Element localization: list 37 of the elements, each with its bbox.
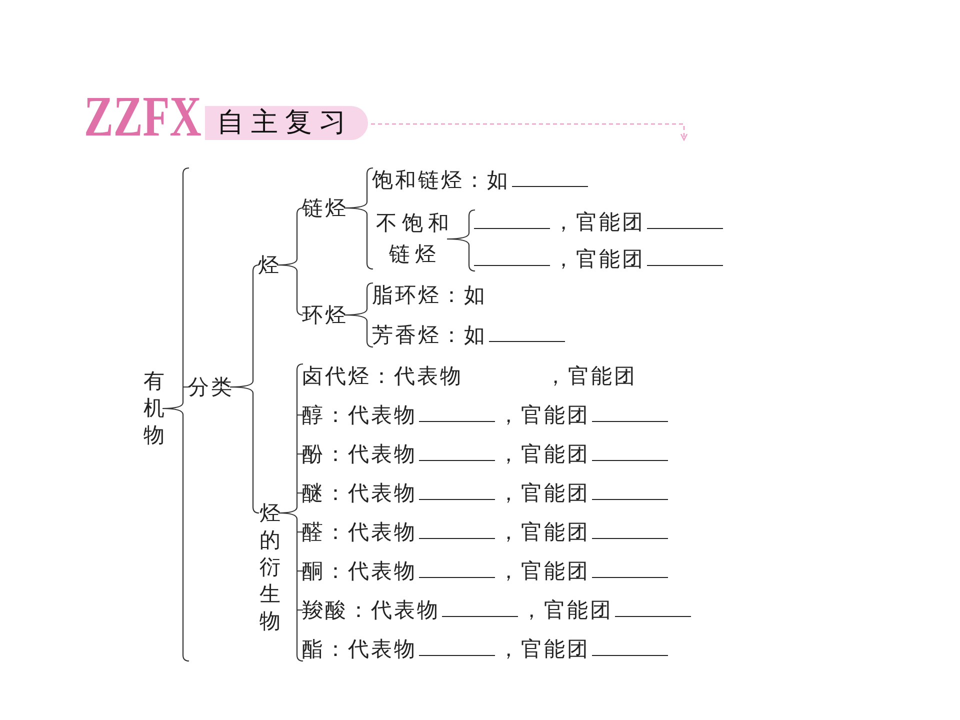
brace	[162, 167, 190, 662]
item-label: ，官能团	[553, 209, 645, 235]
item-label: 醇：代表物	[302, 402, 417, 428]
item-label: ，官能团	[498, 480, 590, 506]
category-label: 有机物	[142, 368, 166, 449]
brace	[278, 363, 304, 662]
category-label: 烃	[258, 252, 281, 278]
item-label: ，官能团	[498, 441, 590, 467]
section-code: ZZFX	[84, 98, 202, 137]
category-label: 烃的衍生物	[258, 500, 282, 635]
item-label: 羧酸：代表物	[302, 597, 440, 623]
category-label: 分类	[188, 374, 234, 400]
brace	[229, 264, 260, 514]
item-label: 芳香烃：如	[372, 322, 487, 348]
item-label: ，官能团	[498, 519, 590, 545]
category-label: 链烃	[302, 195, 348, 221]
item-label: ，官能团	[553, 246, 645, 272]
item-label: 酯：代表物	[302, 636, 417, 662]
item-label: 饱和链烃：如	[372, 167, 510, 193]
item-label: 醛：代表物	[302, 519, 417, 545]
brace	[446, 209, 476, 272]
category-label: 环烃	[302, 302, 348, 328]
section-title: 自主复习	[205, 106, 368, 140]
brace	[276, 207, 304, 316]
item-label: 酮：代表物	[302, 558, 417, 584]
category-label: 不饱和链烃	[375, 210, 455, 268]
item-label: 脂环烃：如	[372, 282, 487, 308]
item-label: 酚：代表物	[302, 441, 417, 467]
item-label: ，官能团	[498, 402, 590, 428]
item-label: ，官能团	[498, 558, 590, 584]
brace	[343, 167, 374, 270]
item-label: ，官能团	[521, 597, 613, 623]
item-label: 卤代烃：代表物	[302, 363, 463, 389]
item-label: ，官能团	[498, 636, 590, 662]
brace	[343, 282, 374, 348]
item-label: ，官能团	[545, 363, 637, 389]
item-label: 醚：代表物	[302, 480, 417, 506]
